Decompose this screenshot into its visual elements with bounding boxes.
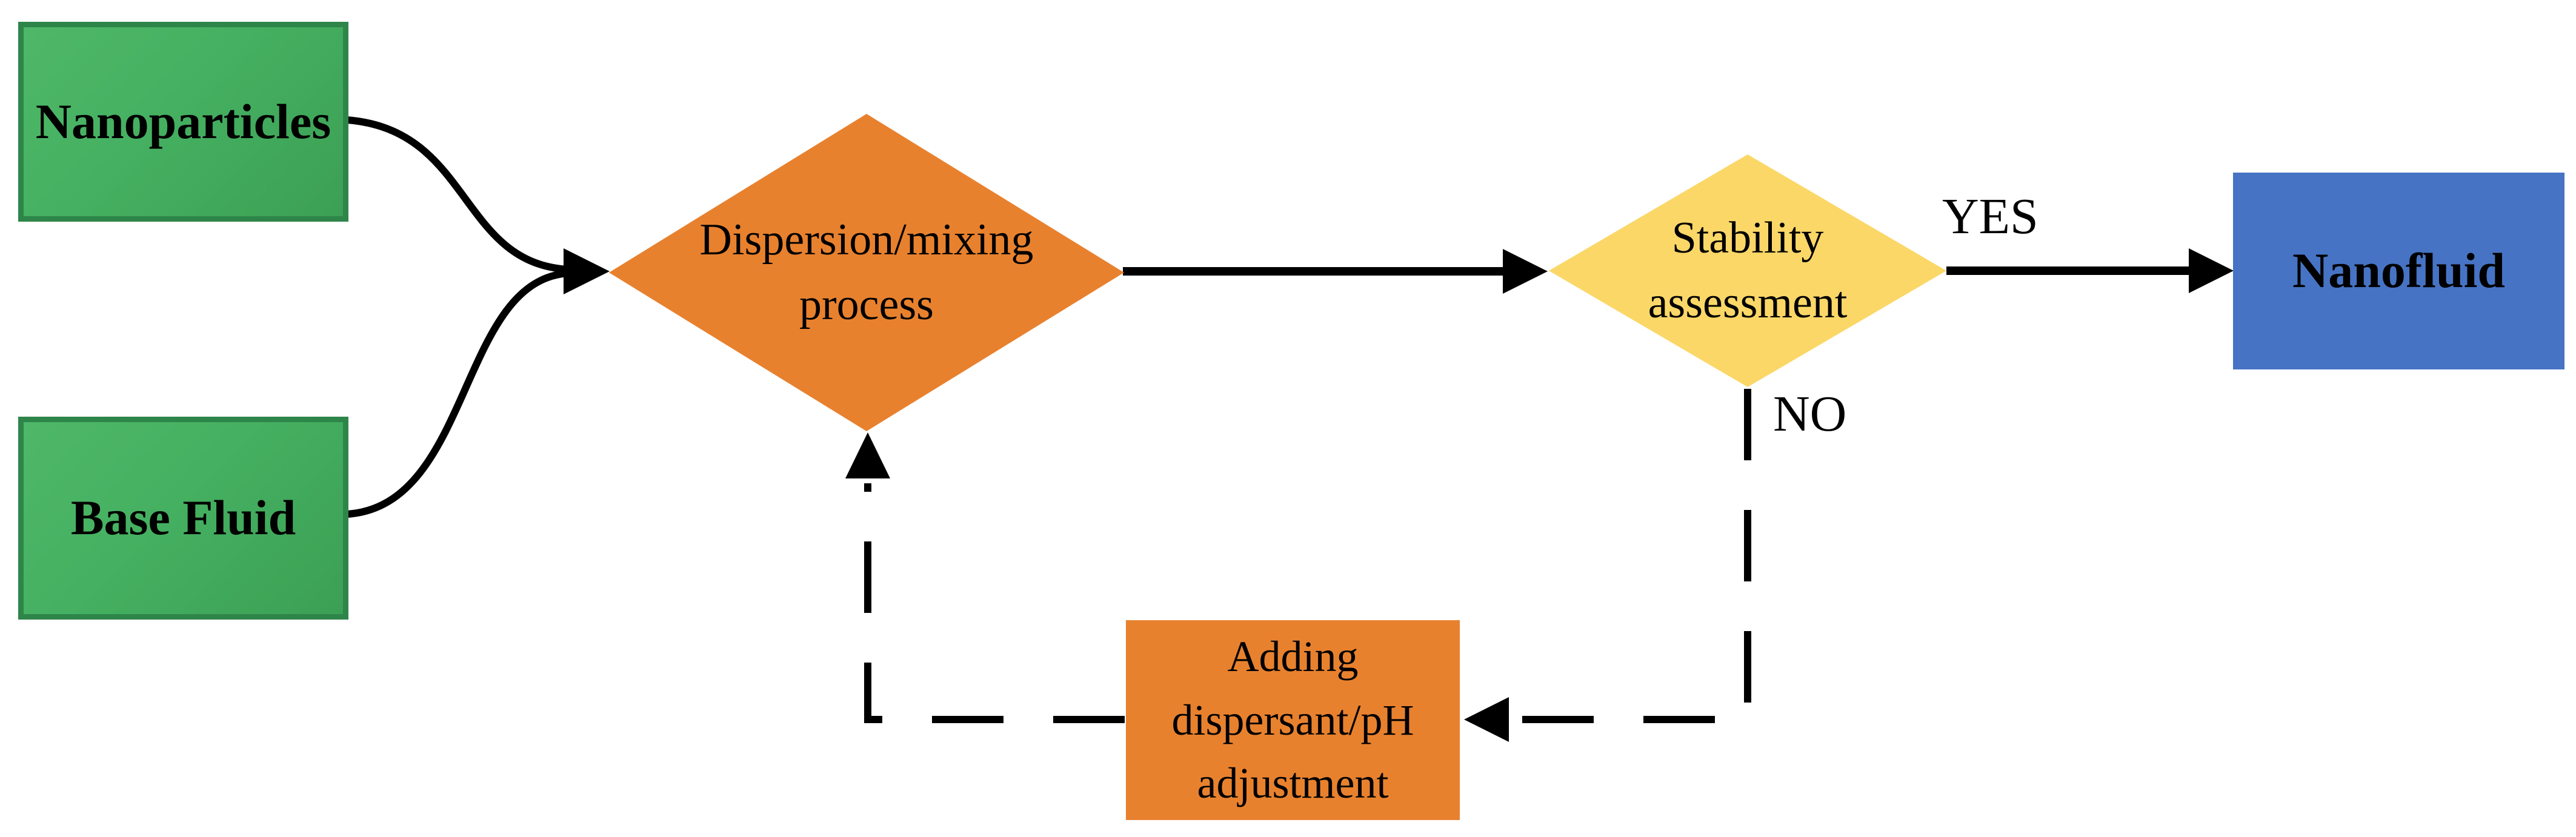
node-dispersion-process: Dispersion/mixing process (609, 114, 1124, 431)
node-dispersion-line1: Dispersion/mixing (699, 214, 1034, 265)
node-adding-dispersant: Adding dispersant/pH adjustment (1126, 620, 1460, 820)
node-adding-line1: Adding (1227, 632, 1359, 681)
arrowhead-into-dispersion (564, 248, 610, 294)
node-stability-assessment: Stability assessment (1549, 154, 1946, 387)
node-nanoparticles: Nanoparticles (18, 22, 348, 222)
edge-no-dashed (1511, 389, 1751, 723)
node-dispersion-line2: process (799, 280, 934, 329)
node-nanofluid-label: Nanofluid (2292, 243, 2505, 299)
node-adding-line3: adjustment (1197, 759, 1389, 808)
arrowhead-into-nanofluid (2189, 248, 2234, 293)
arrowhead-return-into-dispersion (845, 432, 890, 478)
node-adding-line2: dispersant/pH (1171, 695, 1414, 744)
node-nanofluid: Nanofluid (2233, 173, 2564, 369)
edge-label-no: NO (1773, 386, 1847, 442)
node-stability-line2: assessment (1648, 278, 1848, 328)
arrowhead-into-stability (1503, 249, 1548, 294)
edge-nanoparticles-to-dispersion (343, 116, 573, 273)
node-stability-line1: Stability (1671, 213, 1824, 263)
node-base-fluid: Base Fluid (18, 417, 348, 620)
edge-basefluid-to-dispersion (343, 270, 573, 518)
node-nanoparticles-label: Nanoparticles (35, 93, 331, 149)
edge-return-dashed (864, 483, 1125, 723)
arrowhead-into-adding-dispersant (1464, 697, 1509, 742)
node-base-fluid-label: Base Fluid (70, 490, 296, 546)
edge-label-yes: YES (1942, 188, 2039, 245)
